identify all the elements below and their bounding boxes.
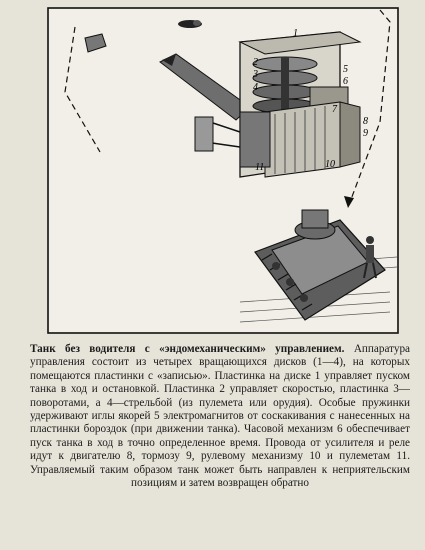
callout-11: 11	[255, 162, 264, 173]
callout-6: 6	[343, 76, 348, 87]
callout-7: 7	[332, 104, 338, 115]
shell-icon	[84, 33, 107, 53]
callout-10: 10	[325, 159, 335, 170]
callout-1: 1	[293, 28, 298, 39]
tank-icon	[254, 209, 386, 321]
caption-body: Аппаратура управления состоит из четырех…	[30, 343, 411, 490]
trajectory-right	[349, 9, 391, 203]
callout-9: 9	[363, 128, 368, 139]
soldier-figure	[363, 236, 377, 279]
caption-title: Танк без водителя с «эндомеханическим» у…	[30, 343, 345, 355]
shell-icon	[178, 20, 202, 28]
callout-5: 5	[343, 64, 348, 75]
tank-illustration: 1 2 3 4 5 6 7 8 9 10 11	[47, 7, 399, 334]
callout-8: 8	[363, 116, 368, 127]
control-apparatus	[194, 31, 362, 178]
trajectory-left	[64, 26, 101, 153]
callout-3: 3	[252, 69, 258, 80]
callout-2: 2	[253, 57, 258, 68]
callout-4: 4	[253, 82, 258, 93]
caption: Танк без водителя с «эндомеханическим» у…	[30, 343, 410, 490]
